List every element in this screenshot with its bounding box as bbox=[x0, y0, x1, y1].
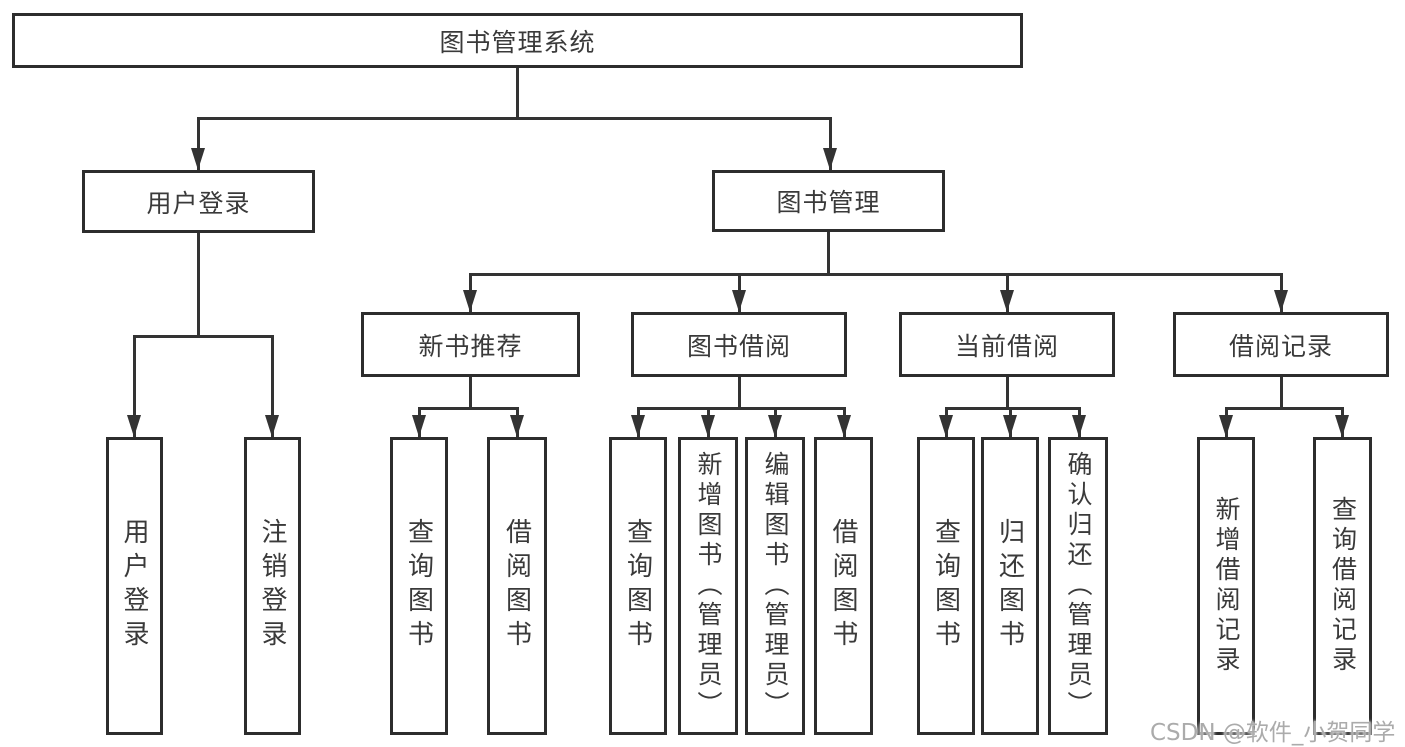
connector-new-book-recommend-split-bar bbox=[417, 407, 519, 410]
arrow-to-query-borrow-record bbox=[1340, 407, 1344, 437]
arrow-to-return-books bbox=[1008, 407, 1012, 437]
node-user-login: 用户登录 bbox=[82, 170, 315, 233]
node-confirm-return-admin: 确认归还（管理员） bbox=[1048, 437, 1108, 735]
node-query-borrow-record: 查询借阅记录 bbox=[1313, 437, 1372, 735]
connector-current-borrowing-split-bar bbox=[944, 407, 1080, 410]
connector-user-login-split-bar bbox=[132, 335, 274, 338]
node-add-borrow-record: 新增借阅记录 bbox=[1197, 437, 1255, 735]
node-query-books-current: 查询图书 bbox=[917, 437, 975, 735]
arrow-to-current-borrowing bbox=[1005, 273, 1009, 312]
node-book-management: 图书管理 bbox=[712, 170, 945, 232]
node-query-books-recommend: 查询图书 bbox=[390, 437, 448, 735]
arrow-to-logout-op bbox=[270, 335, 274, 437]
arrow-to-borrow-books-borrowing bbox=[842, 407, 846, 437]
arrow-to-add-books-admin bbox=[706, 407, 710, 437]
arrow-to-edit-books-admin bbox=[773, 407, 777, 437]
arrow-to-query-books-current bbox=[944, 407, 948, 437]
arrow-to-confirm-return-admin bbox=[1077, 407, 1081, 437]
arrow-to-book-borrowing bbox=[737, 273, 741, 312]
connector-root-split-bar bbox=[196, 117, 832, 120]
connector-new-book-recommend-stem bbox=[468, 377, 472, 408]
csdn-watermark: CSDN @软件_小贺同学 bbox=[1150, 720, 1396, 746]
node-book-borrowing: 图书借阅 bbox=[631, 312, 847, 377]
connector-current-borrowing-stem bbox=[1005, 377, 1009, 408]
node-borrowing-records: 借阅记录 bbox=[1173, 312, 1389, 377]
arrow-to-borrowing-records bbox=[1279, 273, 1283, 312]
connector-book-management-stem bbox=[826, 232, 830, 275]
connector-root-stem bbox=[515, 68, 519, 118]
node-current-borrowing: 当前借阅 bbox=[899, 312, 1115, 377]
node-return-books: 归还图书 bbox=[981, 437, 1039, 735]
arrow-to-new-book-recommend bbox=[468, 273, 472, 312]
node-query-books-borrowing: 查询图书 bbox=[609, 437, 667, 735]
node-add-books-admin: 新增图书（管理员） bbox=[678, 437, 738, 735]
node-user-login-op: 用户登录 bbox=[106, 437, 163, 735]
connector-book-management-split-bar bbox=[468, 273, 1283, 276]
connector-borrowing-records-split-bar bbox=[1224, 407, 1344, 410]
arrow-to-user-login-op bbox=[132, 335, 136, 437]
node-logout-op: 注销登录 bbox=[244, 437, 301, 735]
arrow-to-borrow-books-recommend bbox=[515, 407, 519, 437]
connector-user-login-stem bbox=[196, 233, 200, 336]
connector-borrowing-records-stem bbox=[1279, 377, 1283, 408]
connector-book-borrowing-split-bar bbox=[636, 407, 845, 410]
node-new-book-recommend: 新书推荐 bbox=[361, 312, 580, 377]
arrow-to-add-borrow-record bbox=[1224, 407, 1228, 437]
node-borrow-books-recommend: 借阅图书 bbox=[487, 437, 547, 735]
arrow-to-book-management bbox=[828, 117, 832, 170]
connector-book-borrowing-stem bbox=[737, 377, 741, 408]
node-borrow-books-borrowing: 借阅图书 bbox=[814, 437, 873, 735]
node-library-management-system: 图书管理系统 bbox=[12, 13, 1023, 68]
node-edit-books-admin: 编辑图书（管理员） bbox=[745, 437, 805, 735]
arrow-to-query-books-recommend bbox=[417, 407, 421, 437]
arrow-to-query-books-borrowing bbox=[636, 407, 640, 437]
arrow-to-user-login bbox=[196, 117, 200, 170]
